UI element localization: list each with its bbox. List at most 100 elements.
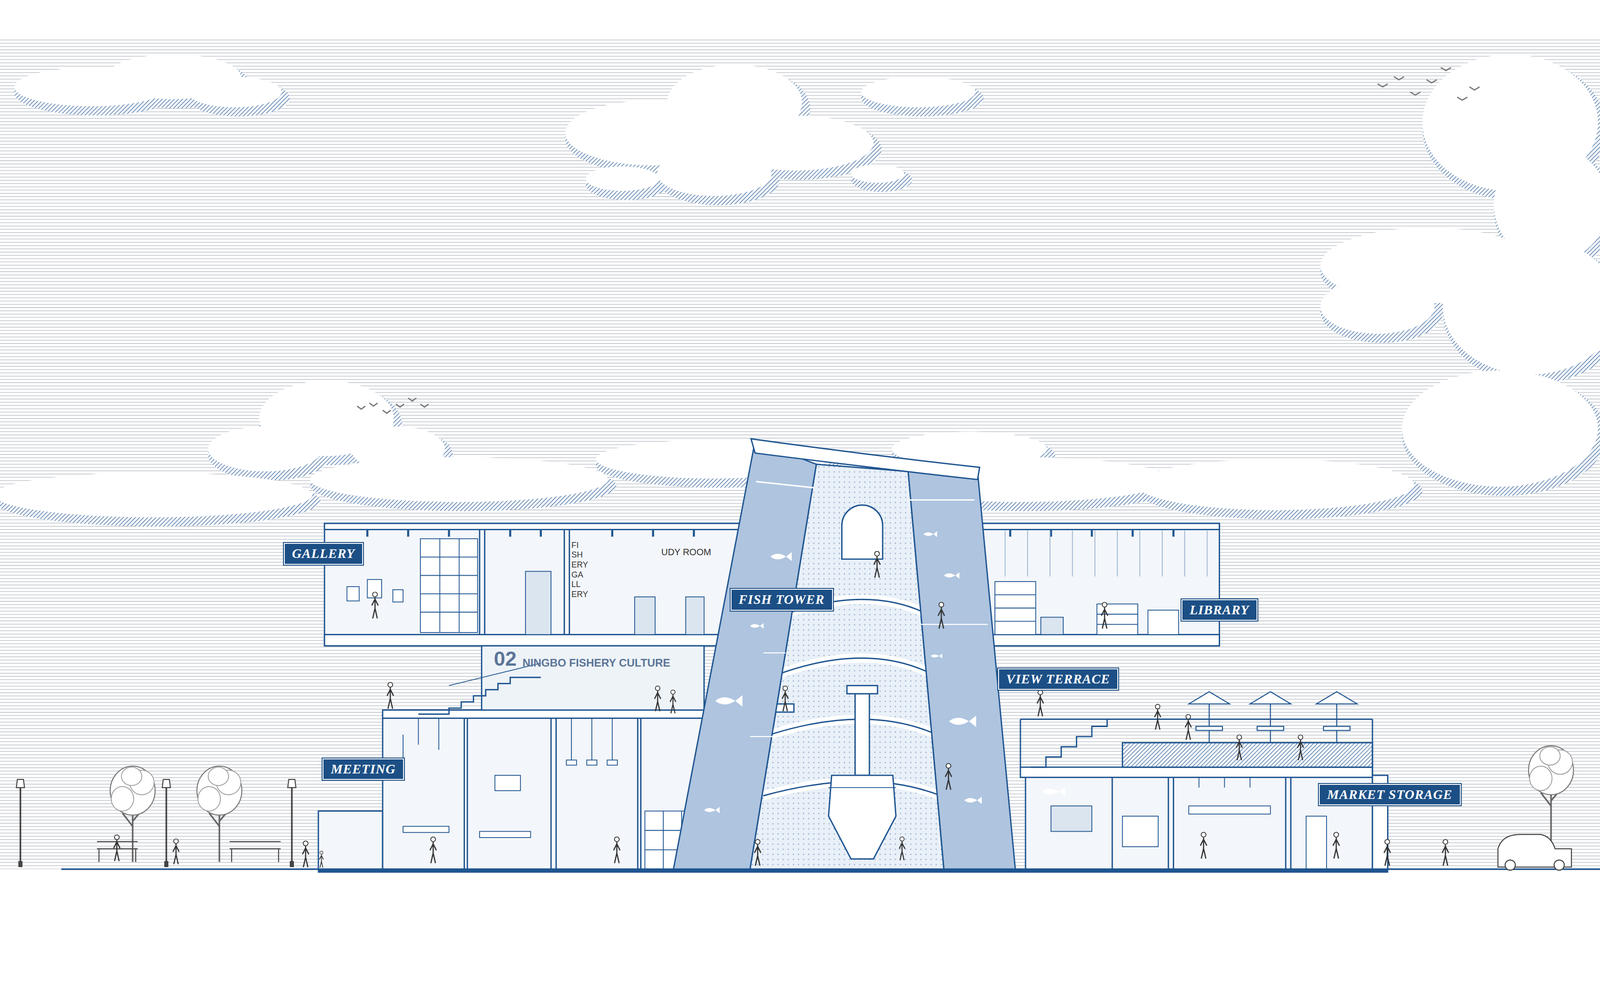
fish-figures xyxy=(943,572,960,579)
ground xyxy=(61,869,1600,873)
street-furniture xyxy=(96,834,1572,871)
clouds xyxy=(208,426,323,472)
section-tag: MEETING xyxy=(322,758,404,781)
building-section xyxy=(571,718,613,761)
building-section xyxy=(1188,806,1271,815)
people xyxy=(1332,832,1340,859)
building-section xyxy=(403,718,701,870)
building-section xyxy=(756,481,975,500)
tag-text: VIEW TERRACE xyxy=(1006,671,1111,687)
fish-figures xyxy=(715,695,743,707)
clouds xyxy=(1320,278,1435,334)
building-section xyxy=(1306,816,1327,870)
tag-text: MARKET STORAGE xyxy=(1327,787,1453,803)
building-section xyxy=(347,586,360,601)
fish-figures xyxy=(923,531,938,538)
clouds xyxy=(585,166,659,192)
building-section xyxy=(1323,726,1350,731)
clouds xyxy=(1494,146,1600,263)
building-section xyxy=(1199,777,1251,788)
section-tag: GALLERY xyxy=(283,543,364,565)
street-furniture xyxy=(110,766,156,863)
fish-figures xyxy=(770,552,792,562)
people xyxy=(319,851,324,869)
building-section xyxy=(403,826,450,833)
people xyxy=(654,686,662,712)
street-furniture xyxy=(16,746,1574,871)
clouds xyxy=(0,54,1600,527)
people xyxy=(945,763,952,791)
building-section xyxy=(1050,806,1092,832)
birds xyxy=(1377,67,1480,101)
people xyxy=(1442,839,1449,867)
building-section xyxy=(1030,719,1107,768)
building-section xyxy=(318,811,383,870)
clouds xyxy=(851,164,905,183)
building-section xyxy=(1112,777,1292,870)
street-furniture xyxy=(229,842,281,863)
building-section xyxy=(418,677,541,715)
wall-text: FI SH ERY GA LL ERY xyxy=(571,540,596,601)
birds xyxy=(357,398,429,414)
street-furniture xyxy=(16,779,25,868)
people xyxy=(172,839,180,865)
birds xyxy=(357,67,1480,414)
street-furniture xyxy=(1504,860,1515,871)
building-section xyxy=(607,760,618,766)
people xyxy=(899,837,906,861)
building-section xyxy=(1040,617,1064,635)
people xyxy=(782,686,789,712)
fish-figures xyxy=(704,807,720,814)
section-tag: VIEW TERRACE xyxy=(998,668,1119,691)
building-section xyxy=(1122,742,1373,768)
clouds xyxy=(0,57,1600,527)
building-section xyxy=(673,440,817,870)
people xyxy=(1101,602,1108,630)
tag-text: LIBRARY xyxy=(1189,602,1250,618)
building-section xyxy=(1096,604,1138,635)
building-section xyxy=(494,775,521,792)
people xyxy=(613,837,621,864)
building-section xyxy=(1020,719,1373,776)
people xyxy=(1154,704,1161,731)
building-section xyxy=(403,718,440,761)
people xyxy=(754,839,761,867)
building-section xyxy=(994,595,1036,622)
building-section xyxy=(994,530,1208,636)
people xyxy=(1185,714,1192,741)
section-tag: MARKET STORAGE xyxy=(1318,784,1461,806)
sky xyxy=(0,39,1600,870)
building-section xyxy=(994,581,1036,636)
building-section xyxy=(751,439,980,480)
building-section xyxy=(1122,816,1159,848)
building-section xyxy=(479,529,570,636)
wall-text: NINGBO FISHERY CULTURE xyxy=(522,656,671,671)
building-section xyxy=(393,590,404,603)
building-section xyxy=(1020,767,1373,778)
wall-text: 02 xyxy=(494,646,517,672)
building-section xyxy=(1050,777,1327,870)
people xyxy=(302,841,309,868)
people xyxy=(387,682,394,710)
fish-figures xyxy=(1041,787,1065,798)
building-section xyxy=(770,719,937,736)
people xyxy=(938,602,945,630)
people xyxy=(371,592,379,619)
street-furniture xyxy=(196,766,243,863)
people xyxy=(429,837,437,864)
clouds xyxy=(1136,459,1415,511)
section-tag: FISH TOWER xyxy=(730,589,833,611)
fish-figures xyxy=(964,797,982,805)
building-section xyxy=(780,658,931,674)
building-section xyxy=(318,439,1389,870)
building-section xyxy=(479,831,531,838)
street-furniture xyxy=(287,779,297,868)
building-section xyxy=(780,658,931,674)
clouds xyxy=(0,54,1600,518)
clouds xyxy=(0,472,313,518)
building-section xyxy=(1316,691,1358,743)
building-section xyxy=(347,539,705,636)
building-section xyxy=(828,775,896,860)
